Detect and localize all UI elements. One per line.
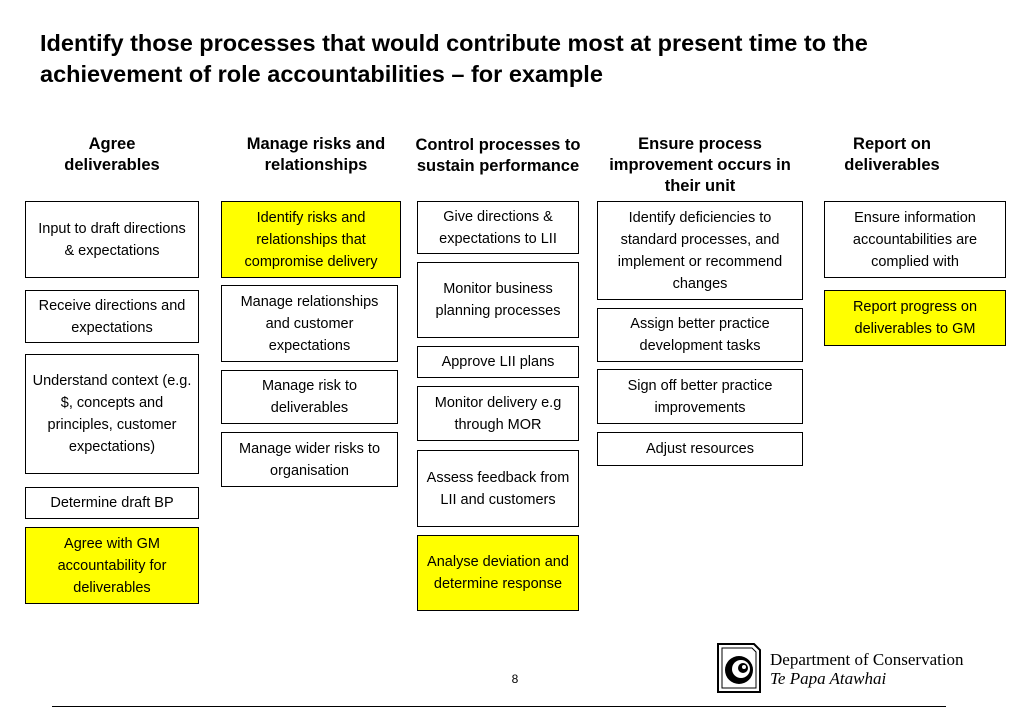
process-box: Ensure information accountabilities are … <box>824 201 1006 278</box>
logo-department-text: Department of Conservation <box>770 650 964 669</box>
slide-title: Identify those processes that would cont… <box>40 30 868 87</box>
column-heading-agree-deliverables: Agree deliverables <box>64 135 160 174</box>
process-box: Monitor delivery e.g through MOR <box>417 386 579 441</box>
process-box: Monitor business planning processes <box>417 262 579 338</box>
process-box: Receive directions and expectations <box>25 290 199 343</box>
process-box: Adjust resources <box>597 432 803 466</box>
process-box-highlighted: Identify risks and relationships that co… <box>221 201 401 278</box>
process-box: Manage relationships and customer expect… <box>221 285 398 362</box>
process-box: Manage risk to deliverables <box>221 370 398 424</box>
process-box: Determine draft BP <box>25 487 199 519</box>
process-box: Sign off better practice improvements <box>597 369 803 424</box>
page-number: 8 <box>511 672 519 686</box>
process-box: Assess feedback from LII and customers <box>417 450 579 527</box>
logo-maori-text: Te Papa Atawhai <box>770 669 887 688</box>
process-box-highlighted: Report progress on deliverables to GM <box>824 290 1006 346</box>
process-box-highlighted: Analyse deviation and determine response <box>417 535 579 611</box>
column-heading-ensure-improvement: Ensure process improvement occurs in the… <box>609 135 791 195</box>
process-box: Give directions & expectations to LII <box>417 201 579 254</box>
column-heading-report-deliverables: Report on deliverables <box>844 135 940 174</box>
process-box: Manage wider risks to organisation <box>221 432 398 487</box>
process-box: Identify deficiencies to standard proces… <box>597 201 803 300</box>
doc-logo: Department of Conservation Te Papa Atawh… <box>714 638 1014 698</box>
column-heading-manage-risks: Manage risks and relationships <box>246 135 386 174</box>
process-box-highlighted: Agree with GM accountability for deliver… <box>25 527 199 604</box>
process-box: Assign better practice development tasks <box>597 308 803 362</box>
process-box: Understand context (e.g. $, concepts and… <box>25 354 199 474</box>
doc-koru-logo-icon <box>717 643 761 693</box>
column-heading-control-processes: Control processes to sustain performance <box>415 136 581 175</box>
process-box: Approve LII plans <box>417 346 579 378</box>
footer-divider <box>52 706 946 707</box>
process-box: Input to draft directions & expectations <box>25 201 199 278</box>
